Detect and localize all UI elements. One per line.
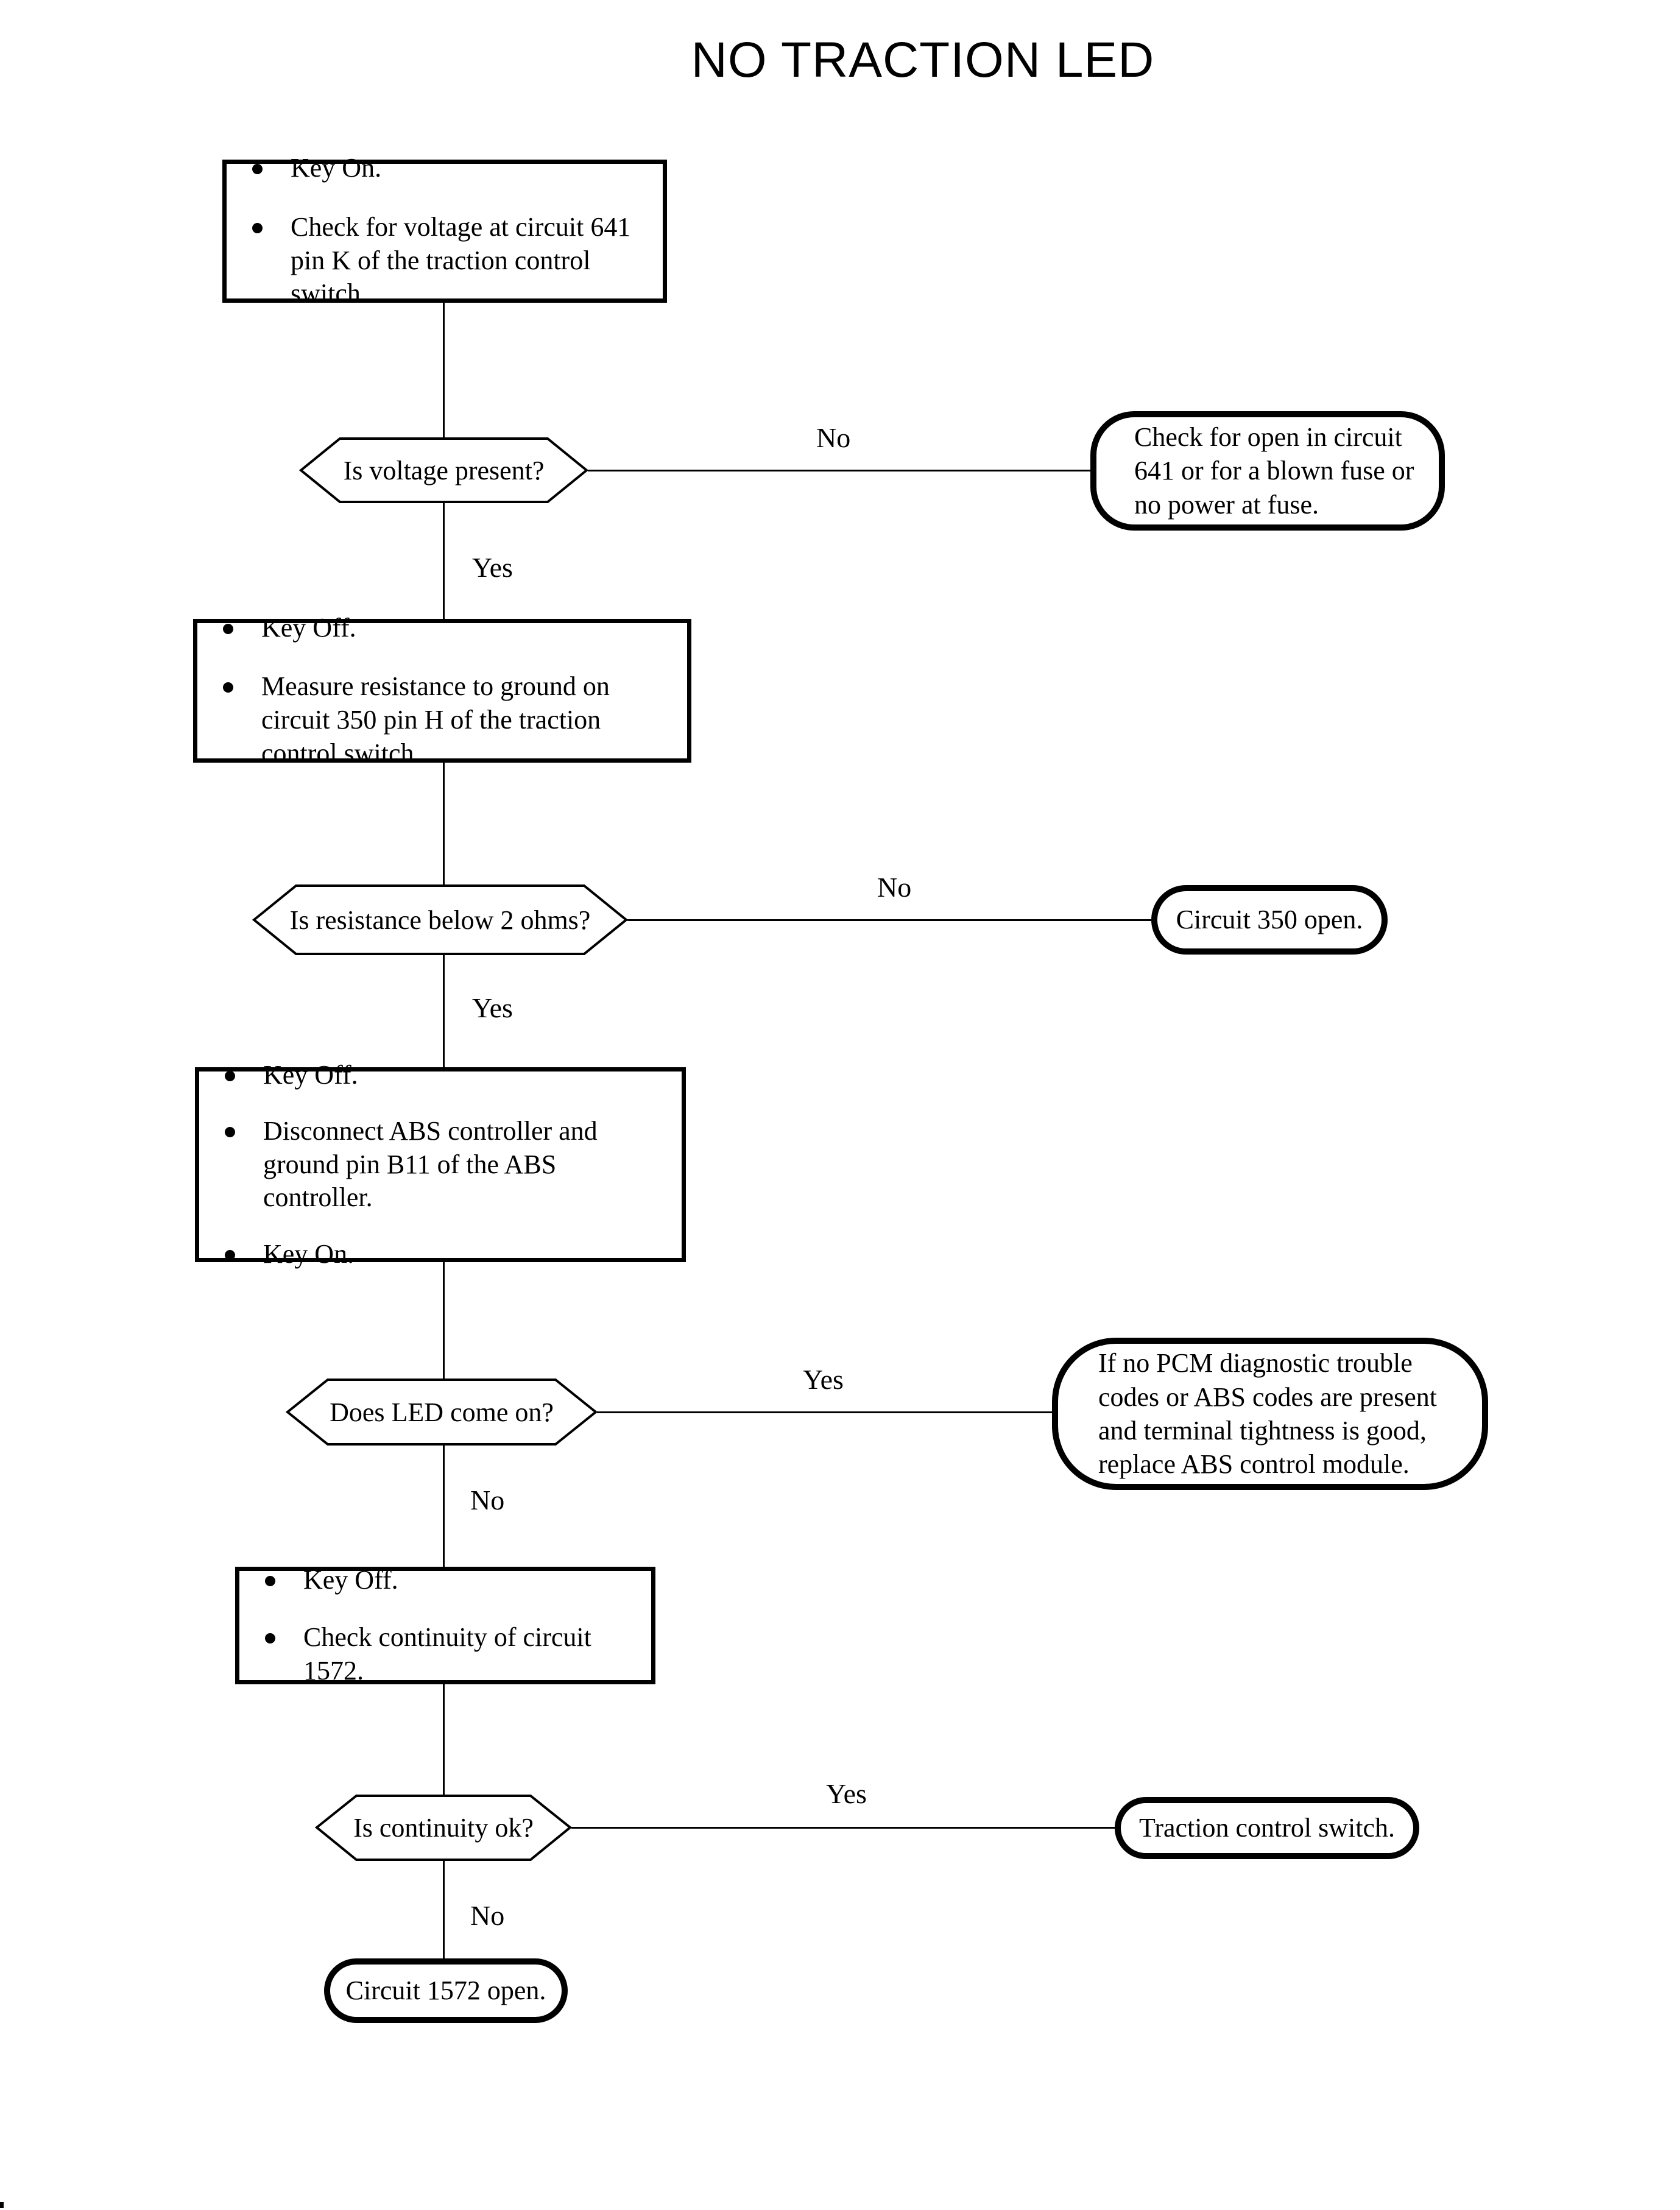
hexagon-shape xyxy=(285,1379,598,1446)
branch-label-no: No xyxy=(470,1900,505,1931)
bullet-row: Key On. xyxy=(252,152,646,185)
connector-decision2-yes xyxy=(443,955,445,1067)
branch-label-yes: Yes xyxy=(472,992,513,1023)
bullet-row: Key Off. xyxy=(223,612,670,645)
terminal-circuit-1572-open: Circuit 1572 open. xyxy=(324,1958,568,2023)
terminal-text: Circuit 1572 open. xyxy=(345,1975,546,2006)
decision-led-come-on: Does LED come on? xyxy=(285,1379,598,1446)
bullet-icon xyxy=(223,623,233,634)
branch-label-yes: Yes xyxy=(472,552,513,583)
bullet-row: Key On. xyxy=(225,1238,665,1271)
decision-question: Is resistance below 2 ohms? xyxy=(289,905,591,935)
bullet-icon xyxy=(223,682,233,693)
terminal-circuit-350-open: Circuit 350 open. xyxy=(1151,885,1388,955)
connector-box2-to-decision2 xyxy=(443,763,445,884)
step-bullet: Check continuity of circuit 1572. xyxy=(303,1622,591,1686)
connector-decision3-no xyxy=(443,1446,445,1567)
hexagon-shape xyxy=(314,1795,573,1861)
branch-label-no: No xyxy=(816,422,851,453)
process-box-ground-abs-controller: Key Off. Disconnect ABS controller and g… xyxy=(195,1060,686,1269)
connector-decision4-yes xyxy=(571,1827,1115,1829)
branch-label-no: No xyxy=(877,872,912,903)
step-bullet: Measure resistance to ground on circuit … xyxy=(261,671,610,768)
bullet-icon xyxy=(252,222,263,233)
branch-label-no: No xyxy=(470,1485,505,1516)
connector-decision2-no xyxy=(627,919,1151,921)
process-box-check-voltage: Key On. Check for voltage at circuit 641… xyxy=(222,153,667,308)
connector-box4-to-decision4 xyxy=(443,1684,445,1795)
bullet-icon xyxy=(225,1127,235,1138)
connector-box1-to-decision1 xyxy=(443,303,445,437)
terminal-text: Check for open in circuit 641 or for a b… xyxy=(1134,422,1414,520)
bullet-icon xyxy=(265,1575,275,1586)
terminal-replace-abs-control-module: If no PCM diagnostic trouble codes or AB… xyxy=(1052,1338,1488,1490)
step-bullet: Disconnect ABS controller and ground pin… xyxy=(263,1116,598,1213)
decision-continuity-ok: Is continuity ok? xyxy=(314,1795,573,1861)
decision-voltage-present: Is voltage present? xyxy=(298,437,589,503)
step-bullet: Key On. xyxy=(291,153,382,183)
scan-artifact-mark xyxy=(0,2202,4,2208)
decision-question: Does LED come on? xyxy=(330,1397,554,1427)
bullet-icon xyxy=(225,1249,235,1260)
bullet-row: Check for voltage at circuit 641 pin K o… xyxy=(252,211,646,311)
step-bullet: Key Off. xyxy=(263,1059,358,1090)
connector-box3-to-decision3 xyxy=(443,1262,445,1379)
bullet-row: Key Off. xyxy=(225,1059,665,1092)
step-bullet: Check for voltage at circuit 641 pin K o… xyxy=(291,211,631,309)
connector-decision1-no xyxy=(588,470,1090,471)
terminal-text: Circuit 350 open. xyxy=(1176,905,1363,935)
decision-question: Is voltage present? xyxy=(343,455,545,485)
step-bullet: Key Off. xyxy=(261,612,356,643)
decision-question: Is continuity ok? xyxy=(353,1813,534,1843)
connector-decision4-no xyxy=(443,1861,445,1958)
connector-decision1-yes xyxy=(443,503,445,619)
step-bullet: Key Off. xyxy=(303,1564,398,1595)
branch-label-yes: Yes xyxy=(826,1778,867,1809)
bullet-row: Disconnect ABS controller and ground pin… xyxy=(225,1115,665,1215)
bullet-icon xyxy=(265,1633,275,1644)
connector-decision3-yes xyxy=(597,1411,1052,1413)
process-box-check-continuity: Key Off. Check continuity of circuit 157… xyxy=(235,1564,655,1687)
bullet-icon xyxy=(225,1070,235,1081)
hexagon-shape xyxy=(298,437,589,503)
bullet-row: Measure resistance to ground on circuit … xyxy=(223,670,670,770)
process-box-measure-resistance: Key Off. Measure resistance to ground on… xyxy=(193,613,691,768)
page-title: NO TRACTION LED xyxy=(691,32,1155,88)
hexagon-shape xyxy=(252,884,629,955)
terminal-traction-control-switch: Traction control switch. xyxy=(1115,1797,1419,1859)
branch-label-yes: Yes xyxy=(803,1364,844,1395)
terminal-text: If no PCM diagnostic trouble codes or AB… xyxy=(1098,1348,1437,1480)
bullet-icon xyxy=(252,164,263,175)
decision-resistance-below-2-ohms: Is resistance below 2 ohms? xyxy=(252,884,629,955)
terminal-check-circuit-641: Check for open in circuit 641 or for a b… xyxy=(1090,411,1445,531)
bullet-row: Check continuity of circuit 1572. xyxy=(265,1621,634,1687)
terminal-text: Traction control switch. xyxy=(1139,1813,1395,1843)
step-bullet: Key On. xyxy=(263,1238,355,1269)
bullet-row: Key Off. xyxy=(265,1564,634,1597)
